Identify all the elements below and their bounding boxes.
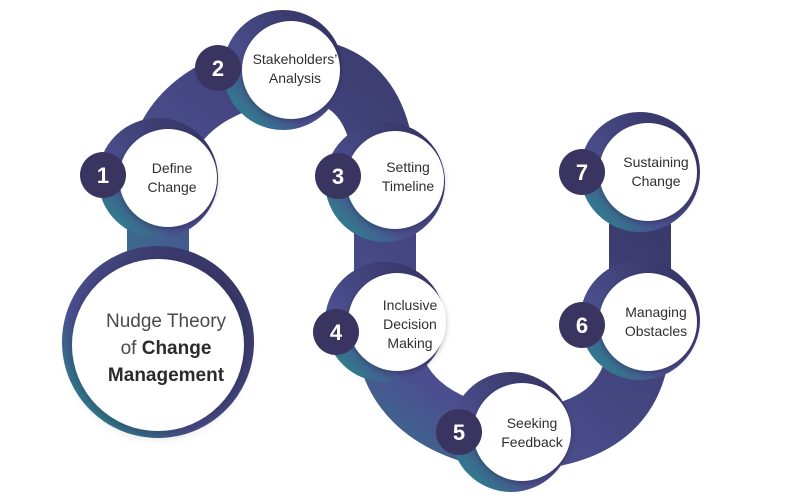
connector-band bbox=[127, 38, 671, 471]
step-3-number: 3 bbox=[332, 164, 344, 189]
step-7-badge bbox=[559, 149, 605, 195]
step-4-line-2: Decision bbox=[383, 316, 437, 332]
step-2-number: 2 bbox=[212, 56, 224, 81]
step-5-number: 5 bbox=[453, 420, 465, 445]
step-4-line-3: Making bbox=[387, 335, 432, 351]
title-line-2-bold: Change bbox=[142, 338, 212, 359]
step-1-line-1: Define bbox=[152, 160, 193, 176]
step-3: Setting Timeline 3 bbox=[315, 131, 444, 229]
step-7-line-2: Change bbox=[631, 173, 680, 189]
step-1: Define Change 1 bbox=[80, 129, 217, 227]
step-6-badge bbox=[559, 302, 605, 348]
step-3-badge bbox=[315, 153, 361, 199]
title-line-2: of Change bbox=[121, 338, 212, 359]
step-1-badge bbox=[80, 152, 126, 198]
step-4-number: 4 bbox=[330, 320, 343, 345]
step-5-line-1: Seeking bbox=[507, 415, 558, 431]
title-line-1: Nudge Theory bbox=[106, 311, 227, 332]
step-2-badge bbox=[195, 45, 241, 91]
step-2: Stakeholders’ Analysis 2 bbox=[195, 21, 340, 119]
step-5-line-2: Feedback bbox=[501, 434, 563, 450]
step-6-line-1: Managing bbox=[625, 304, 687, 320]
step-6: Managing Obstacles 6 bbox=[559, 273, 697, 371]
step-2-line-1: Stakeholders’ bbox=[253, 51, 338, 67]
title-line-3: Management bbox=[108, 365, 225, 386]
step-6-line-2: Obstacles bbox=[625, 323, 687, 339]
step-2-line-2: Analysis bbox=[269, 70, 321, 86]
step-7-number: 7 bbox=[576, 160, 588, 185]
title-line-2-prefix: of bbox=[121, 338, 142, 359]
step-1-number: 1 bbox=[97, 163, 109, 188]
step-3-line-2: Timeline bbox=[382, 178, 435, 194]
step-6-number: 6 bbox=[576, 313, 588, 338]
step-7: Sustaining Change 7 bbox=[559, 123, 697, 221]
step-4-badge bbox=[313, 309, 359, 355]
step-5: Seeking Feedback 5 bbox=[436, 383, 571, 481]
step-1-line-2: Change bbox=[147, 179, 196, 195]
title-circle: Nudge Theory of Change Management bbox=[62, 246, 254, 438]
step-5-badge bbox=[436, 409, 482, 455]
step-4: Inclusive Decision Making 4 bbox=[313, 273, 446, 371]
step-4-line-1: Inclusive bbox=[383, 297, 438, 313]
step-7-line-1: Sustaining bbox=[623, 154, 688, 170]
step-3-line-1: Setting bbox=[386, 159, 430, 175]
